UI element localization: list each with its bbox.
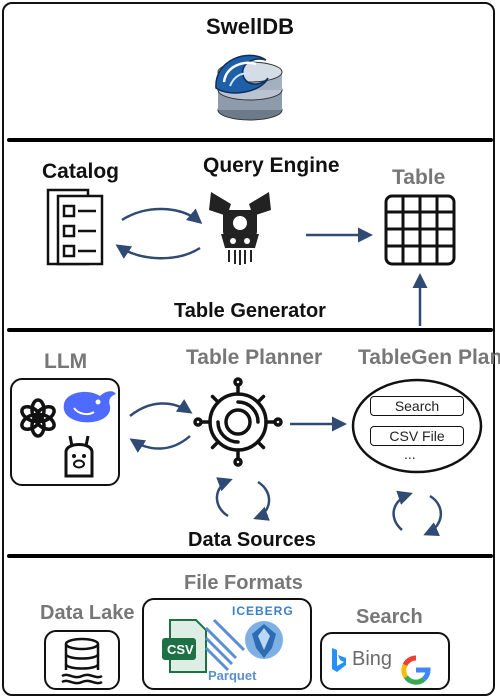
planner-cycle-right (253, 480, 271, 521)
engine-to-catalog-arrow (115, 244, 201, 260)
query-engine-label: Query Engine (203, 154, 340, 177)
bing-logo-text: Bing (352, 648, 393, 670)
csv-file-icon (162, 619, 207, 673)
llm-label: LLM (44, 350, 88, 373)
plan-item-csv-file: CSV File (370, 426, 464, 446)
table-planner-label: Table Planner (186, 346, 323, 369)
plan-item-search: Search (370, 396, 464, 416)
parquet-icon (204, 618, 246, 672)
parquet-logo-text: Parquet (208, 668, 257, 683)
iceberg-logo-text: ICEBERG (232, 604, 294, 618)
database-icon (61, 637, 103, 685)
data-lake-label: Data Lake (40, 602, 135, 624)
catalog-to-engine-arrow (121, 207, 203, 224)
plan-cycle-right (423, 494, 442, 536)
catalog-icon (46, 188, 104, 266)
diagram-frame (2, 2, 495, 696)
gear-icon (193, 377, 283, 467)
table-generator-label: Table Generator (174, 300, 326, 322)
google-icon (401, 655, 431, 685)
divider-middle (7, 328, 493, 332)
table-grid-icon (384, 194, 456, 266)
divider-top (7, 138, 493, 142)
swelldb-logo-icon (215, 54, 283, 121)
csv-badge: CSV (167, 642, 194, 657)
search-label: Search (356, 606, 423, 628)
planner-cycle-left (215, 477, 233, 518)
file-formats-label: File Formats (184, 572, 303, 594)
planner-to-llm-arrow (129, 435, 191, 453)
deepseek-icon (63, 391, 116, 423)
catalog-label: Catalog (42, 160, 120, 183)
search-box (320, 632, 450, 690)
llm-to-planner-arrow (129, 399, 193, 417)
diagram-title: SwellDB (205, 14, 295, 39)
divider-bottom (7, 554, 493, 558)
openai-icon (20, 398, 56, 438)
plan-item-more: ... (404, 446, 416, 462)
engine-icon (209, 192, 271, 265)
data-sources-label: Data Sources (188, 529, 316, 551)
bing-icon (332, 648, 346, 672)
iceberg-icon (245, 621, 283, 659)
plan-cycle-left (392, 490, 413, 531)
tablegen-plan-label: TableGen Plan (358, 346, 500, 369)
table-label: Table (392, 166, 446, 189)
llama-icon (64, 435, 94, 478)
